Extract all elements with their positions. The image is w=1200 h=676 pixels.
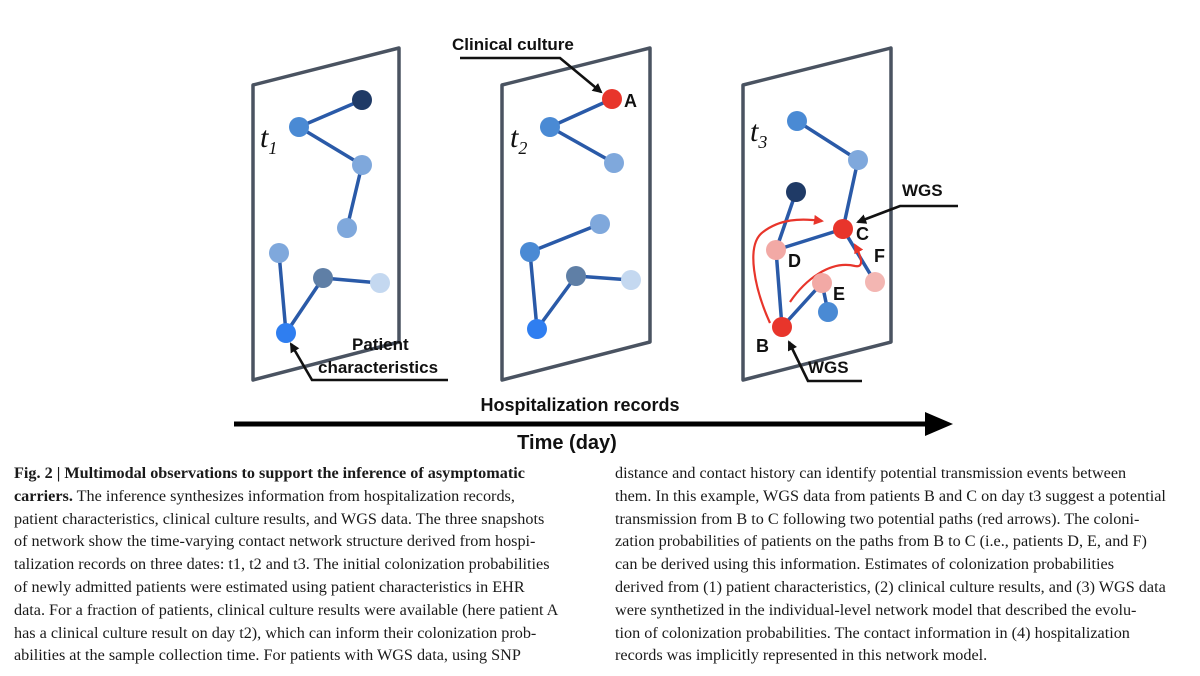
red-arrow-path-1 xyxy=(752,214,824,324)
node-label-f: F xyxy=(874,246,885,266)
callout-wgs-bottom: WGS xyxy=(787,340,862,383)
node-f xyxy=(865,272,885,292)
node-label-b: B xyxy=(756,336,769,356)
caption-line: them. In this example, WGS data from pat… xyxy=(615,486,1166,505)
node xyxy=(527,319,547,339)
node xyxy=(540,117,560,137)
caption-left-column: Fig. 2 | Multimodal observations to supp… xyxy=(14,462,582,667)
hospitalization-records-label: Hospitalization records xyxy=(480,395,679,415)
callout-arrow xyxy=(787,340,862,383)
panel-nodes xyxy=(269,90,390,343)
callout-arrow xyxy=(289,342,448,382)
time-axis-label: Time (day) xyxy=(517,432,617,454)
caption-right-column: distance and contact history can identif… xyxy=(615,462,1189,667)
caption-line: abilities at the sample collection time.… xyxy=(14,646,521,665)
caption-line: talization records on three dates: t1, t… xyxy=(14,555,550,574)
caption-line: zation probabilities of patients on the … xyxy=(615,532,1147,551)
node-label-e: E xyxy=(833,284,845,304)
caption-line: has a clinical culture result on day t2)… xyxy=(14,623,537,642)
node xyxy=(818,302,838,322)
caption-line: of newly admitted patients were estimate… xyxy=(14,577,525,596)
panel-time-label: t2 xyxy=(510,121,527,158)
caption-line: data. For a fraction of patients, clinic… xyxy=(14,600,559,619)
node xyxy=(848,150,868,170)
node-b xyxy=(772,317,792,337)
node-d xyxy=(766,240,786,260)
node xyxy=(621,270,641,290)
caption-line: derived from (1) patient characteristics… xyxy=(615,577,1166,596)
caption-line: can be derived using this information. E… xyxy=(615,555,1114,574)
node xyxy=(313,268,333,288)
node xyxy=(269,243,289,263)
node xyxy=(289,117,309,137)
panel-time-label: t3 xyxy=(750,115,767,152)
time-arrow xyxy=(234,412,953,436)
node xyxy=(352,90,372,110)
caption-line: distance and contact history can identif… xyxy=(615,464,1127,482)
node-label-c: C xyxy=(856,224,869,244)
panel-nodes xyxy=(520,89,641,339)
caption-title-line: Fig. 2 | Multimodal observations to supp… xyxy=(14,464,525,482)
panel-frame xyxy=(500,46,652,382)
panel-t3: t3 C D F E B xyxy=(741,46,893,382)
callout-clinical-culture: Clinical culture xyxy=(452,35,603,94)
caption-line: transmission from B to C following two p… xyxy=(615,509,1140,528)
node-label-d: D xyxy=(788,251,801,271)
node xyxy=(352,155,372,175)
panel-frame xyxy=(251,46,401,382)
node xyxy=(590,214,610,234)
panel-t2: t2 A xyxy=(500,46,652,382)
figure-caption: Fig. 2 | Multimodal observations to supp… xyxy=(0,462,1200,676)
caption-line: carriers. The inference synthesizes info… xyxy=(14,486,515,505)
callout-wgs-top: WGS xyxy=(856,181,958,224)
caption-line: were synthetized in the individual-level… xyxy=(615,600,1137,619)
figure-diagram: t1 t2 A xyxy=(234,35,958,454)
node xyxy=(604,153,624,173)
panel-t1: t1 xyxy=(251,46,401,382)
caption-line: patient characteristics, clinical cultur… xyxy=(14,509,545,528)
panel-nodes xyxy=(766,111,885,337)
caption-line: tion of colonization probabilities. The … xyxy=(615,623,1130,642)
callout-wgs-bottom-label: WGS xyxy=(808,358,849,377)
node-e xyxy=(812,273,832,293)
red-arrow-path-2 xyxy=(789,243,864,303)
node xyxy=(276,323,296,343)
node xyxy=(520,242,540,262)
panel-time-label: t1 xyxy=(260,121,277,158)
callout-patient-label-line2: characteristics xyxy=(318,358,438,377)
callout-patient-characteristics: Patient characteristics xyxy=(289,335,448,382)
node xyxy=(787,111,807,131)
callout-arrow xyxy=(460,56,603,94)
callout-clinical-culture-label: Clinical culture xyxy=(452,35,574,54)
node xyxy=(566,266,586,286)
red-path-arrows xyxy=(752,214,864,324)
node xyxy=(337,218,357,238)
callout-wgs-top-label: WGS xyxy=(902,181,943,200)
node-a xyxy=(602,89,622,109)
caption-line: of network show the time-varying contact… xyxy=(14,532,536,551)
node-c xyxy=(833,219,853,239)
caption-line: records was implicitly represented in th… xyxy=(615,646,988,665)
node xyxy=(370,273,390,293)
panel-edges xyxy=(528,97,633,331)
panel-frame xyxy=(741,46,893,382)
callout-patient-label-line1: Patient xyxy=(352,335,409,354)
callout-arrow xyxy=(856,204,958,224)
node-label-a: A xyxy=(624,91,637,111)
node xyxy=(786,182,806,202)
